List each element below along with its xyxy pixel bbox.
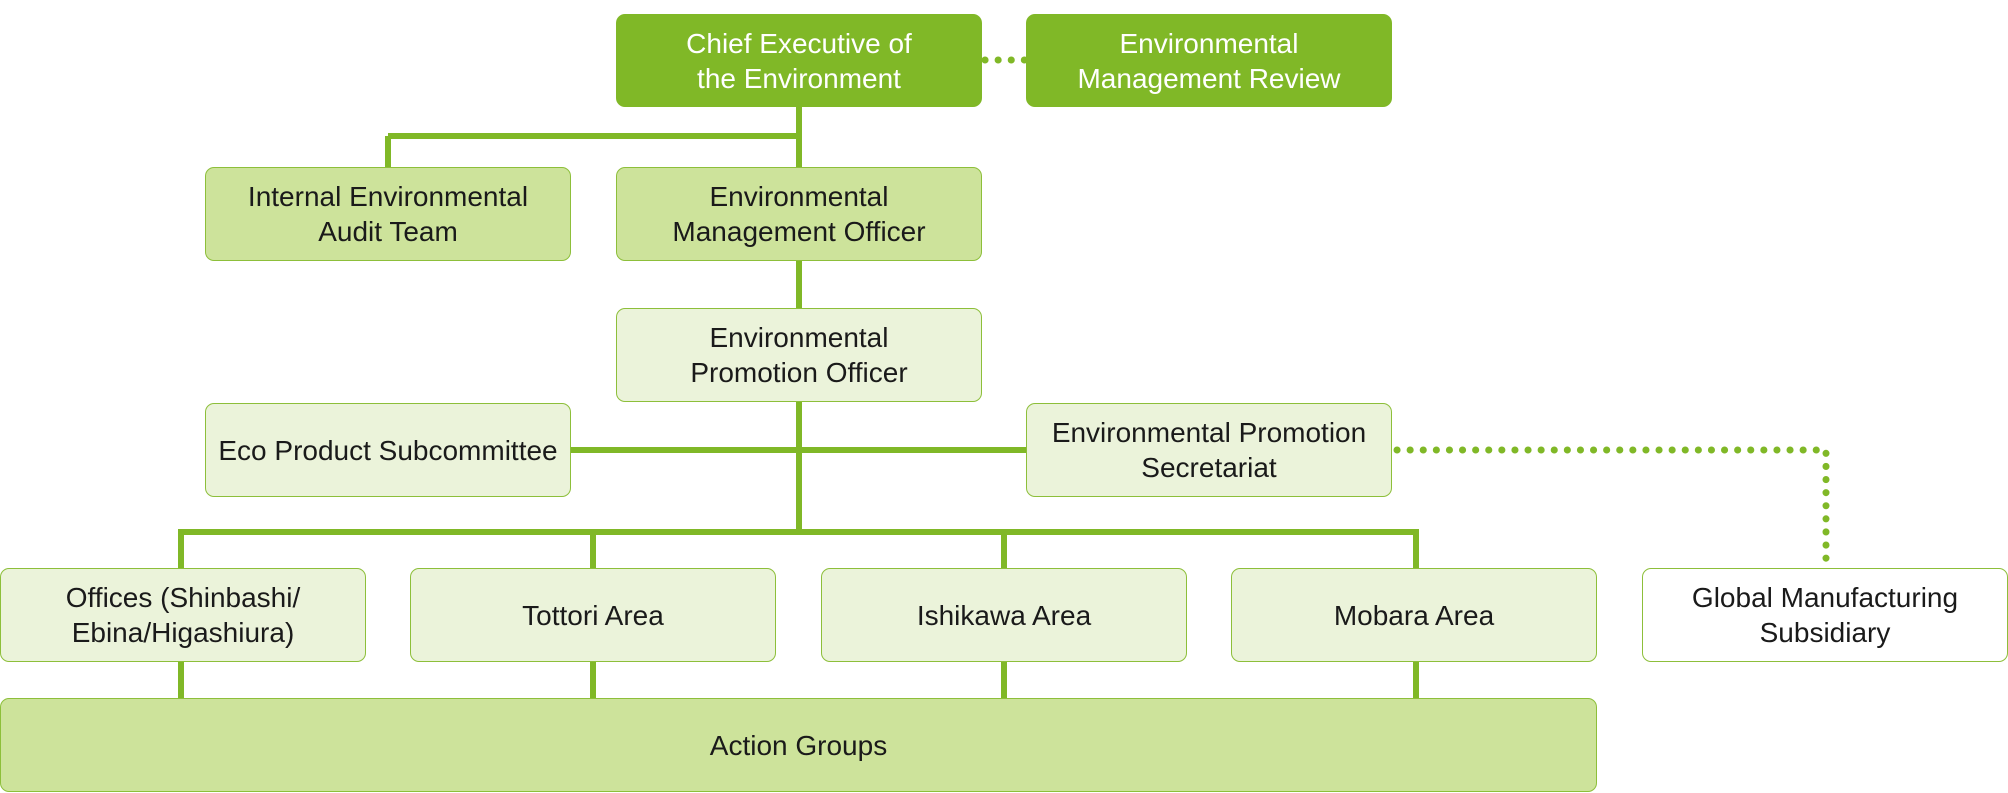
mobara-area-label: Mobara Area bbox=[1333, 599, 1495, 631]
management-officer-label: Environmental Management Officer bbox=[672, 181, 926, 247]
eco-product-box: Eco Product Subcommittee bbox=[205, 403, 571, 497]
management-review-label: Environmental Management Review bbox=[1077, 27, 1341, 94]
promotion-officer-box: Environmental Promotion Officer bbox=[616, 308, 982, 402]
eco-product-label: Eco Product Subcommittee bbox=[218, 434, 558, 466]
action-groups-label: Action Groups bbox=[709, 729, 888, 761]
promotion-secretariat-box: Environmental Promotion Secretariat bbox=[1026, 403, 1392, 497]
global-subsidiary-box: Global Manufacturing Subsidiary bbox=[1642, 568, 2008, 662]
internal-audit-box: Internal Environmental Audit Team bbox=[205, 167, 571, 261]
internal-audit-label: Internal Environmental Audit Team bbox=[247, 181, 529, 247]
promotion-officer-label: Environmental Promotion Officer bbox=[690, 322, 908, 388]
action-groups-box: Action Groups bbox=[0, 698, 1597, 792]
tottori-area-label: Tottori Area bbox=[522, 599, 664, 631]
management-officer-box: Environmental Management Officer bbox=[616, 167, 982, 261]
ishikawa-area-box: Ishikawa Area bbox=[821, 568, 1187, 662]
offices-box: Offices (Shinbashi/ Ebina/Higashiura) bbox=[0, 568, 366, 662]
chief-executive-label: Chief Executive of the Environment bbox=[686, 27, 912, 94]
global-subsidiary-label: Global Manufacturing Subsidiary bbox=[1691, 582, 1959, 648]
dotted-secretariat-to-subsidiary bbox=[1393, 446, 1830, 569]
offices-label: Offices (Shinbashi/ Ebina/Higashiura) bbox=[65, 582, 301, 648]
chief-executive-box: Chief Executive of the Environment bbox=[616, 14, 982, 107]
promotion-secretariat-label: Environmental Promotion Secretariat bbox=[1051, 417, 1367, 483]
tottori-area-box: Tottori Area bbox=[410, 568, 776, 662]
mobara-area-box: Mobara Area bbox=[1231, 568, 1597, 662]
ishikawa-area-label: Ishikawa Area bbox=[916, 599, 1092, 631]
management-review-box: Environmental Management Review bbox=[1026, 14, 1392, 107]
